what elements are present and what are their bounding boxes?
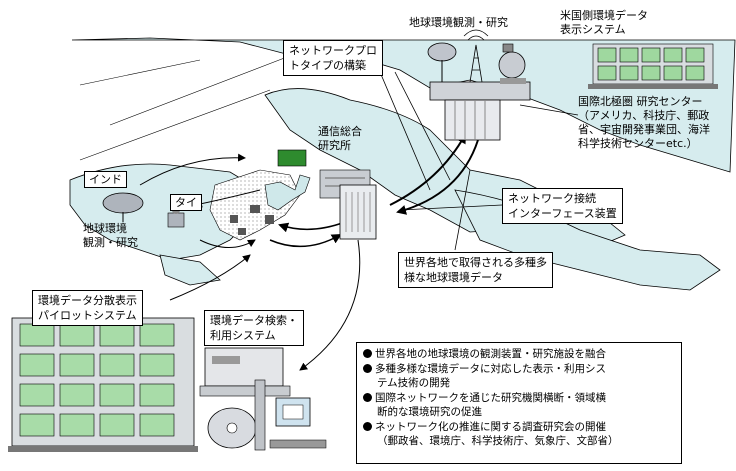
leader-arctic [519, 104, 579, 116]
bullet-continuation: テム技術の開発 [377, 377, 451, 389]
se-asia-landmass [159, 254, 221, 286]
interface-line2: インターフェース装置 [508, 207, 617, 220]
bullet-dot-icon [363, 421, 372, 431]
thai-label: タイ [170, 194, 202, 211]
crl-line2: 研究所 [318, 139, 351, 152]
leader-prototype-2 [379, 71, 431, 191]
arrow-crl-arctic [389, 133, 466, 206]
radome-icon [498, 51, 526, 79]
satellite-dish-icon [102, 192, 144, 214]
interface-line1: ネットワーク接続 [508, 192, 596, 205]
search-system-callout: 環境データ検索・ 利用システム [204, 310, 304, 346]
arrow-pilot-japan [169, 254, 251, 301]
japan-sites [230, 205, 274, 235]
us-display-label-line1: 米国側環境データ [560, 9, 648, 22]
india-station [102, 192, 144, 222]
leader-data [454, 169, 471, 251]
arrow-crl-search [299, 239, 361, 371]
earth-obs-label: 地球環境 観測・研究 [83, 222, 138, 250]
crl-facility [277, 149, 377, 240]
leader-prototype [394, 71, 451, 181]
bullet-item: 多種多様な環境データに対応した表示・利用シス [363, 362, 675, 377]
crl-label: 通信総合 研究所 [318, 125, 362, 153]
antenna-tower-icon [469, 44, 483, 83]
japan-islands [264, 174, 311, 211]
us-display-label: 米国側環境データ 表示システム [556, 8, 652, 38]
arrow-thai-japan [199, 239, 256, 248]
arrow-crl-japan [278, 221, 346, 233]
arctic-line2: （アメリカ、科技庁、郵政 [578, 109, 710, 122]
asia-landmass [69, 163, 261, 261]
arrow-japan-crl [269, 234, 342, 248]
bullet-item: ネットワーク化の推進に関する調査研究会の開催 [363, 420, 675, 435]
bullet-continuation: （郵政省、環境庁、科学技術庁、気象庁、文部省） [377, 435, 619, 447]
bullet-continuation: 断的な環境研究の促進 [377, 406, 482, 418]
arrow-arctic-crl [396, 139, 479, 215]
summary-bullet-box: 世界各地の地球環境の観測装置・研究施設を融合 多種多様な環境データに対応した表示… [356, 342, 682, 464]
pilot-display-wall [8, 317, 198, 452]
data-line2: 様な地球環境データ [404, 271, 503, 284]
arctic-line1: 国際北極圏 研究センター [578, 95, 703, 108]
us-display-label-line2: 表示システム [560, 23, 626, 36]
global-data-callout: 世界各地で取得される多種多 様な地球環境データ [398, 252, 553, 288]
bullet-dot-icon [363, 392, 372, 402]
arctic-research-center [427, 29, 531, 141]
bullet-item: 世界各地の地球環境の観測装置・研究施設を融合 [363, 347, 675, 362]
data-line1: 世界各地で取得される多種多 [404, 256, 547, 269]
us-display-monitors [588, 43, 718, 89]
prototype-callout: ネットワークプロ トタイプの構築 [283, 40, 383, 76]
arctic-center-label: 国際北極圏 研究センター （アメリカ、科技庁、郵政 省、宇宙開発事業団、海洋 科… [578, 95, 710, 151]
pilot-line2: パイロットシステム [38, 309, 137, 322]
arctic-line4: 科学技術センターetc.） [578, 137, 698, 150]
india-label: インド [84, 171, 127, 188]
connection-arrows [139, 71, 579, 371]
interface-device-callout: ネットワーク接続 インターフェース装置 [502, 188, 623, 224]
earth-obs-line2: 観測・研究 [83, 236, 138, 249]
monitor-icon [275, 397, 311, 427]
search-workstation [199, 347, 327, 451]
bullet-item: 国際ネットワークを通じた研究機関横断・領域横 [363, 391, 675, 406]
earth-station-label: 地球環境観測・研究 [409, 16, 508, 29]
radio-wave-icon [463, 29, 489, 41]
pilot-system-callout: 環境データ分散表示 パイロットシステム [32, 290, 143, 326]
prototype-line2: トタイプの構築 [289, 59, 366, 72]
bullet-dot-icon [363, 349, 372, 358]
leader-interface [399, 204, 503, 211]
search-line2: 利用システム [210, 329, 276, 342]
crl-line1: 通信総合 [318, 125, 362, 138]
polar-lines [79, 51, 301, 161]
arctic-line3: 省、宇宙開発事業団、海洋 [578, 123, 710, 136]
search-line1: 環境データ検索・ [210, 314, 298, 327]
arrow-india-japan [139, 153, 246, 186]
prototype-line1: ネットワークプロ [289, 44, 377, 57]
earth-obs-line1: 地球環境 [83, 222, 127, 235]
satellite-dish-icon [427, 42, 457, 62]
bullet-dot-icon [363, 363, 372, 373]
pilot-line1: 環境データ分散表示 [38, 294, 137, 307]
